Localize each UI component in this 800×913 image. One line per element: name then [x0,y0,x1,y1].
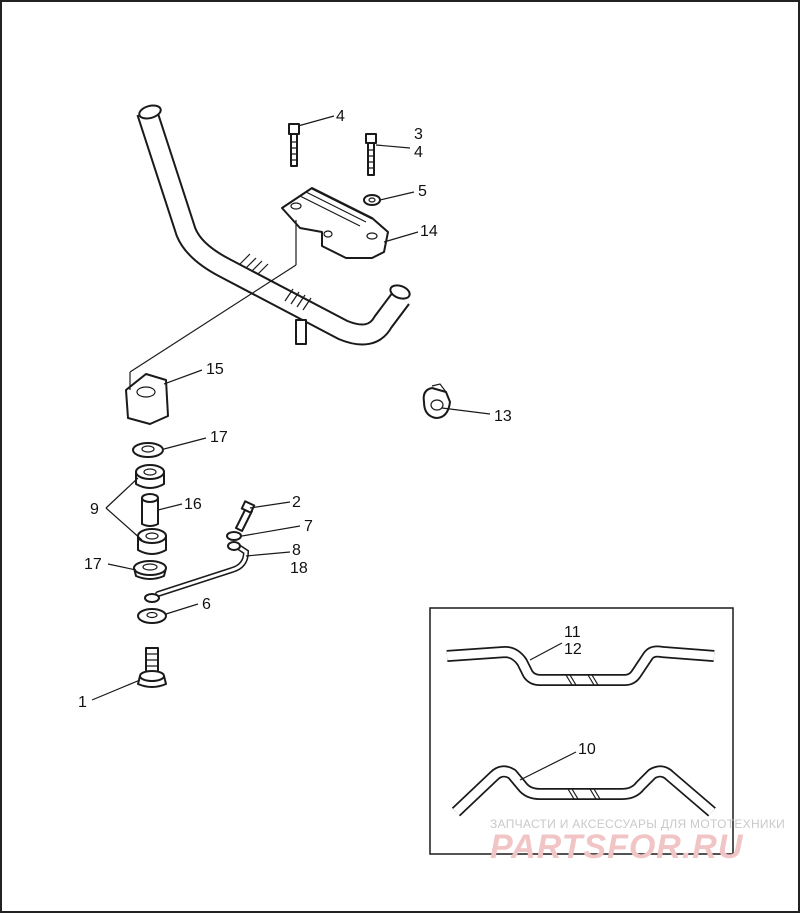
bolt-2 [235,500,256,532]
sleeve [141,493,159,527]
callout-13: 13 [494,408,512,425]
handlebar-main [136,104,411,346]
callout-6: 6 [202,596,211,613]
bushing-upper [135,464,165,489]
callout-7: 7 [304,518,313,535]
callout-18: 18 [290,560,308,577]
washer-17-lower [133,560,167,580]
bolt-1 [137,647,167,688]
callout-4-left: 4 [336,108,345,125]
callout-8: 8 [292,542,301,559]
callout-2: 2 [292,494,301,511]
callout-14: 14 [420,223,438,240]
upper-clamp [281,187,389,265]
bolt-upper-left [288,123,300,167]
callout-11: 11 [564,624,581,641]
callout-1: 1 [78,694,87,711]
callout-17-upper: 17 [210,429,228,446]
callout-10: 10 [578,741,596,758]
watermark-logo: PARTSFOR.RU [490,828,744,866]
bolt-upper-right [365,133,377,176]
watermark-tagline: ЗАПЧАСТИ И АКСЕССУАРЫ ДЛЯ МОТОТЕХНИКИ [490,817,786,831]
leader-lines [91,115,577,781]
washer-upper [363,194,381,206]
cable-clip [422,383,451,419]
callout-15: 15 [206,361,224,378]
callout-3: 3 [414,126,423,143]
callout-5: 5 [418,183,427,200]
callout-4-right: 4 [414,144,423,161]
callout-17-lower: 17 [84,556,102,573]
callout-labels: 4 3 4 5 14 15 13 17 9 16 2 7 8 18 17 6 1… [78,108,596,758]
callout-12: 12 [564,641,582,658]
callout-9: 9 [90,501,99,518]
inset-alternative-handlebars [429,607,734,855]
lock-washer-7 [226,531,242,541]
callout-16: 16 [184,496,202,513]
riser-clamp [125,264,297,425]
bushing-lower [137,528,167,555]
washer-17-upper [132,442,164,458]
washer-6 [137,608,167,624]
ground-strap [144,541,250,603]
